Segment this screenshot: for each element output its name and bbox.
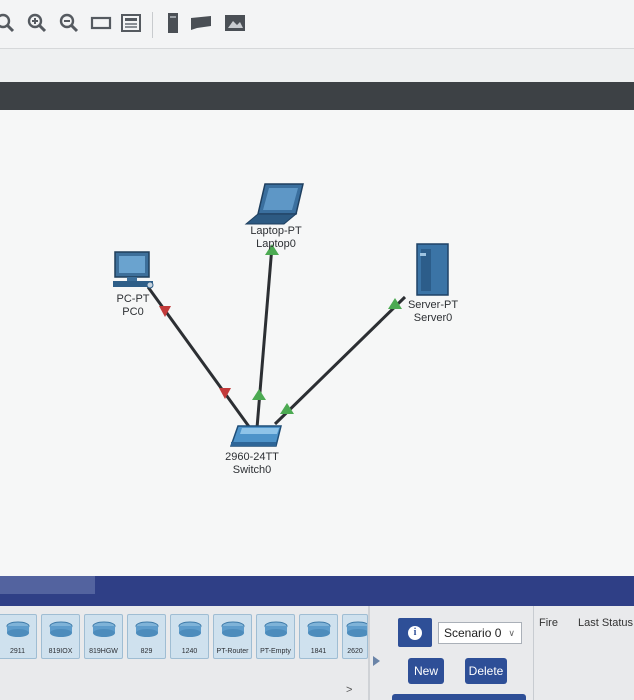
bottom-panel: 2911 819IOX 819HGW 829 1240 PT-Router PT… bbox=[0, 606, 634, 700]
switch-icon bbox=[229, 425, 282, 447]
device-tile[interactable]: PT-Empty bbox=[256, 614, 295, 659]
device-tile[interactable]: 2911 bbox=[0, 614, 37, 659]
server-icon bbox=[416, 243, 449, 296]
device-icon[interactable] bbox=[160, 10, 186, 36]
link-up-server0-end bbox=[388, 298, 402, 309]
toolbar bbox=[0, 0, 634, 49]
rectangle-icon[interactable] bbox=[88, 10, 114, 36]
pc0-name: PC0 bbox=[122, 306, 144, 318]
status-bar-tab bbox=[0, 576, 95, 594]
device-tile-label: 1240 bbox=[181, 648, 198, 655]
switch0-label: 2960-24TT Switch0 bbox=[214, 451, 290, 477]
scroll-right-icon[interactable]: > bbox=[346, 684, 353, 696]
device-tile[interactable]: 819HGW bbox=[84, 614, 123, 659]
device-tile[interactable]: 829 bbox=[127, 614, 166, 659]
device-tile-label: 829 bbox=[140, 648, 153, 655]
device-tile[interactable]: 1240 bbox=[170, 614, 209, 659]
info-icon: i bbox=[408, 625, 422, 640]
router-icon bbox=[346, 621, 367, 637]
pc0-model: PC-PT bbox=[116, 293, 150, 305]
image-icon[interactable] bbox=[222, 10, 248, 36]
laptop0-model: Laptop-PT bbox=[250, 225, 302, 237]
device-tile-label: 819IOX bbox=[48, 648, 73, 655]
device-tile[interactable]: 1841 bbox=[299, 614, 338, 659]
pc-icon bbox=[113, 251, 154, 289]
router-icon bbox=[178, 621, 202, 637]
device-tile-label: 2911 bbox=[9, 648, 26, 655]
server0-label: Server-PT Server0 bbox=[398, 299, 468, 325]
topology-drawing bbox=[113, 183, 449, 447]
router-icon bbox=[221, 621, 245, 637]
switch0-name: Switch0 bbox=[232, 464, 272, 476]
link-up-laptop0-end bbox=[265, 244, 279, 255]
note-icon[interactable] bbox=[188, 10, 214, 36]
router-icon bbox=[92, 621, 116, 637]
toolbar-spacer bbox=[0, 49, 634, 82]
pdu-table-divider bbox=[533, 606, 534, 700]
link-down-switch-pc0-end bbox=[219, 388, 231, 399]
laptop0-label: Laptop-PT Laptop0 bbox=[236, 225, 316, 251]
device-tile-label: PT-Empty bbox=[260, 648, 291, 655]
zoom-icon[interactable] bbox=[0, 10, 18, 36]
device-tile[interactable]: 819IOX bbox=[41, 614, 80, 659]
router-icon bbox=[307, 621, 331, 637]
router-icon bbox=[264, 621, 288, 637]
device-tile[interactable]: 2620 bbox=[342, 614, 368, 659]
switch0-model: 2960-24TT bbox=[225, 451, 279, 463]
device-tile-label: 2620 bbox=[347, 648, 363, 655]
link-down-pc0-end bbox=[159, 306, 171, 317]
palette-icon[interactable] bbox=[118, 10, 144, 36]
scenario-select-value: Scenario 0 bbox=[444, 626, 502, 640]
zoom-out-icon[interactable] bbox=[56, 10, 82, 36]
device-tile[interactable]: PT-Router bbox=[213, 614, 252, 659]
zoom-in-icon[interactable] bbox=[24, 10, 50, 36]
info-button[interactable]: i bbox=[398, 618, 432, 647]
pdu-col-fire: Fire bbox=[539, 617, 558, 629]
chevron-down-icon: ∨ bbox=[508, 628, 515, 638]
device-tile-label: PT-Router bbox=[216, 648, 249, 655]
workspace-header-bar bbox=[0, 82, 634, 110]
scenario-select[interactable]: Scenario 0 ∨ bbox=[438, 622, 522, 644]
server0-name: Server0 bbox=[413, 312, 453, 324]
router-icon bbox=[6, 621, 30, 637]
router-icon bbox=[49, 621, 73, 637]
router-icon bbox=[135, 621, 159, 637]
logical-workspace[interactable]: Laptop-PT Laptop0 PC-PT PC0 Server-PT Se… bbox=[0, 110, 634, 576]
cable-server0-switch0 bbox=[273, 295, 407, 426]
cable-laptop0-switch0 bbox=[255, 245, 274, 429]
device-tile-label: 819HGW bbox=[89, 648, 118, 655]
panel-splitter[interactable] bbox=[368, 606, 370, 700]
link-up-switch-server0-end bbox=[280, 403, 294, 414]
workspace-status-bar bbox=[0, 576, 634, 606]
pc0-label: PC-PT PC0 bbox=[100, 293, 166, 319]
link-up-switch-laptop0-end bbox=[252, 389, 266, 400]
laptop0-name: Laptop0 bbox=[256, 238, 296, 250]
device-tile-label: 1841 bbox=[310, 648, 327, 655]
pdu-col-last-status: Last Status bbox=[578, 617, 634, 629]
expand-arrow-icon[interactable] bbox=[373, 656, 380, 666]
delete-scenario-button[interactable]: Delete bbox=[465, 658, 507, 684]
server0-model: Server-PT bbox=[407, 299, 459, 311]
laptop-icon bbox=[244, 183, 304, 225]
toggle-pdu-list-button[interactable] bbox=[392, 694, 526, 700]
toolbar-divider bbox=[152, 12, 153, 38]
new-scenario-button[interactable]: New bbox=[408, 658, 444, 684]
